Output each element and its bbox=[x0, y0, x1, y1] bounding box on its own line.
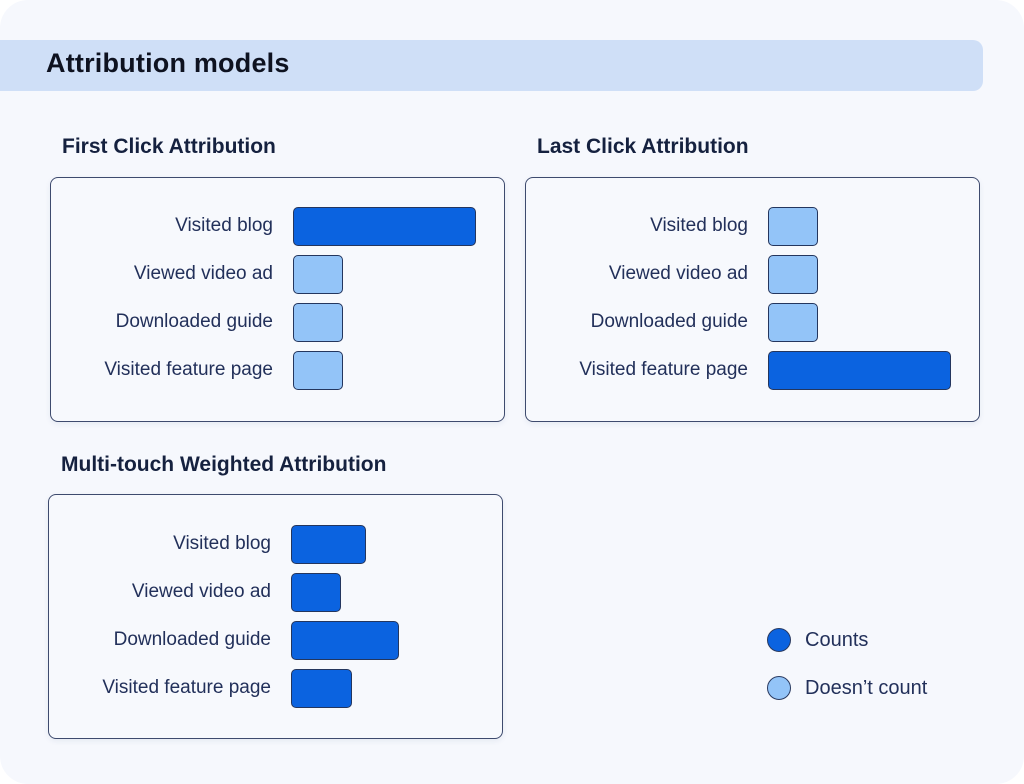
bar-counts bbox=[291, 669, 352, 708]
bar-counts bbox=[768, 351, 951, 390]
chart-row: Visited feature page bbox=[51, 351, 504, 390]
bar-doesnt-count bbox=[293, 255, 343, 294]
chart-row: Visited feature page bbox=[526, 351, 979, 390]
legend-label: Doesn’t count bbox=[805, 677, 928, 699]
row-label: Visited blog bbox=[650, 215, 748, 236]
row-label: Visited feature page bbox=[579, 359, 748, 380]
chart-row: Downloaded guide bbox=[49, 621, 502, 660]
bar-doesnt-count bbox=[768, 255, 818, 294]
row-label: Viewed video ad bbox=[133, 263, 273, 284]
last-click-title: Last Click Attribution bbox=[537, 135, 749, 158]
counts-swatch-icon bbox=[767, 628, 791, 652]
bar-counts bbox=[291, 621, 399, 660]
chart-row: Viewed video ad bbox=[51, 255, 504, 294]
row-label: Viewed video ad bbox=[131, 581, 271, 602]
bar-counts bbox=[291, 573, 341, 612]
bar-doesnt-count bbox=[768, 207, 818, 246]
chart-row: Visited blog bbox=[526, 207, 979, 246]
chart-row: Visited feature page bbox=[49, 669, 502, 708]
first-click-title: First Click Attribution bbox=[62, 135, 276, 158]
row-label: Visited feature page bbox=[102, 677, 271, 698]
multi-touch-title: Multi-touch Weighted Attribution bbox=[61, 453, 387, 476]
row-label: Downloaded guide bbox=[113, 629, 271, 650]
row-label: Downloaded guide bbox=[590, 311, 748, 332]
chart-row: Viewed video ad bbox=[526, 255, 979, 294]
chart-row: Viewed video ad bbox=[49, 573, 502, 612]
legend-label: Counts bbox=[805, 629, 869, 651]
chart-row: Visited blog bbox=[49, 525, 502, 564]
row-label: Viewed video ad bbox=[608, 263, 748, 284]
page-title: Attribution models bbox=[46, 48, 290, 78]
multi-touch-chart: Visited blog Viewed video ad Downloaded … bbox=[48, 494, 503, 739]
last-click-chart: Visited blog Viewed video ad Downloaded … bbox=[525, 177, 980, 422]
row-label: Visited feature page bbox=[104, 359, 273, 380]
row-label: Visited blog bbox=[175, 215, 273, 236]
bar-doesnt-count bbox=[293, 303, 343, 342]
row-label: Downloaded guide bbox=[115, 311, 273, 332]
doesnt-count-swatch-icon bbox=[767, 676, 791, 700]
first-click-chart: Visited blog Viewed video ad Downloaded … bbox=[50, 177, 505, 422]
header-band bbox=[0, 40, 983, 91]
chart-row: Visited blog bbox=[51, 207, 504, 246]
bar-counts bbox=[293, 207, 476, 246]
chart-row: Downloaded guide bbox=[526, 303, 979, 342]
bar-counts bbox=[291, 525, 366, 564]
row-label: Visited blog bbox=[173, 533, 271, 554]
bar-doesnt-count bbox=[768, 303, 818, 342]
chart-row: Downloaded guide bbox=[51, 303, 504, 342]
bar-doesnt-count bbox=[293, 351, 343, 390]
